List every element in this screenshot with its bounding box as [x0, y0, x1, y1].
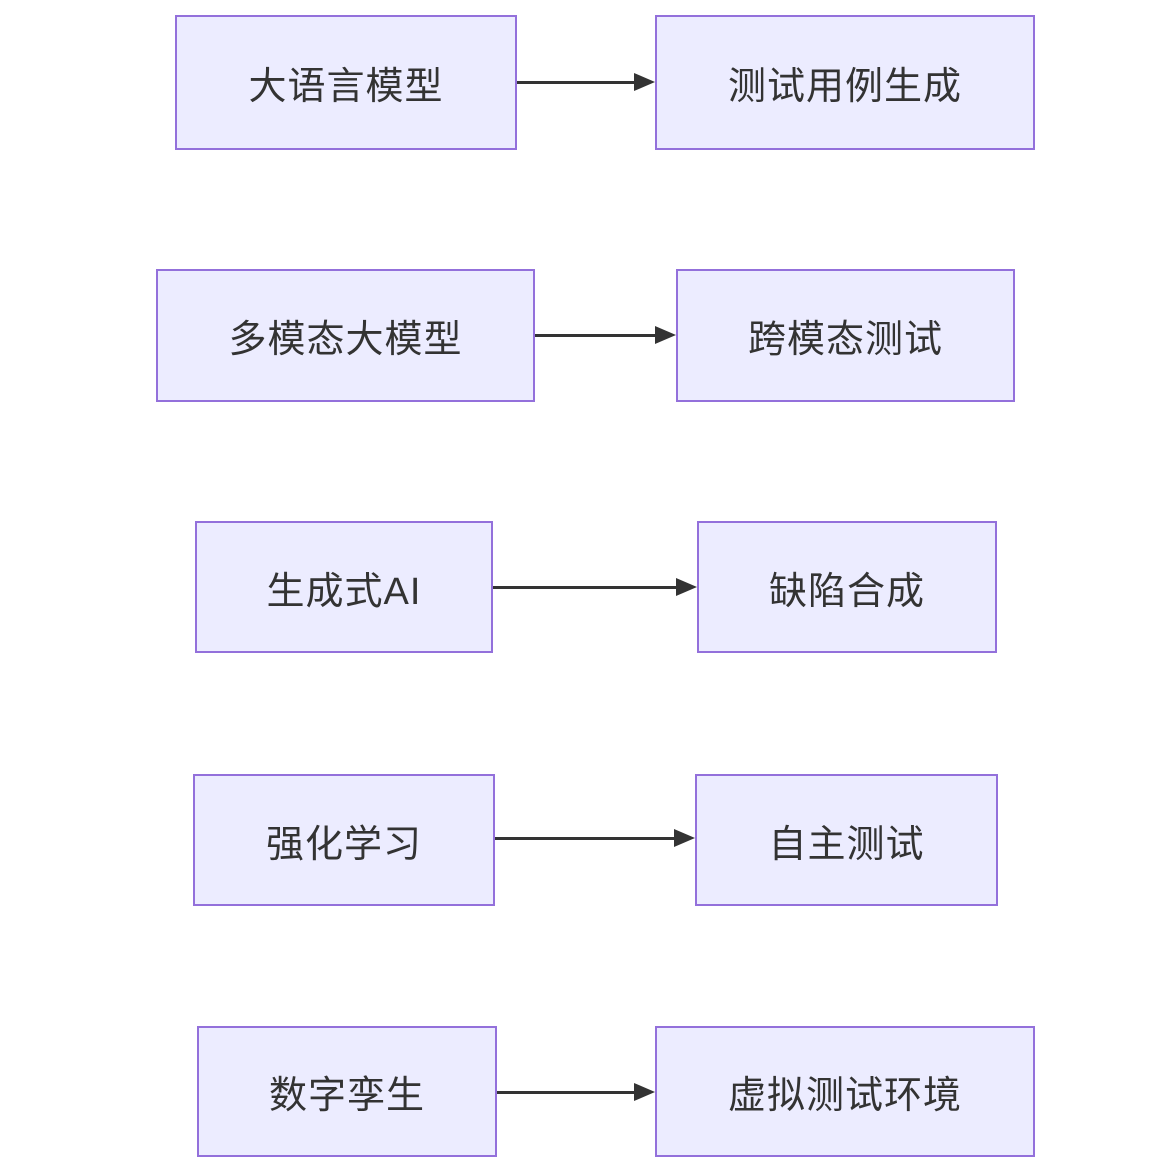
flow-arrow-2	[535, 326, 676, 344]
arrow-line	[497, 1090, 634, 1094]
flow-arrow-3	[493, 578, 697, 596]
flow-arrow-4	[495, 829, 695, 847]
arrow-line	[517, 80, 634, 84]
node-defect-synthesis: 缺陷合成	[697, 521, 997, 653]
node-virtual-test-environment: 虚拟测试环境	[655, 1026, 1035, 1157]
arrow-head-icon	[676, 578, 697, 596]
arrow-head-icon	[655, 326, 676, 344]
arrow-head-icon	[674, 829, 695, 847]
node-generative-ai: 生成式AI	[195, 521, 493, 653]
node-test-case-generation: 测试用例生成	[655, 15, 1035, 150]
node-large-language-model: 大语言模型	[175, 15, 517, 150]
flow-arrow-1	[517, 73, 655, 91]
node-autonomous-testing: 自主测试	[695, 774, 998, 906]
node-multimodal-large-model: 多模态大模型	[156, 269, 535, 402]
node-cross-modal-testing: 跨模态测试	[676, 269, 1015, 402]
flow-arrow-5	[497, 1083, 655, 1101]
arrow-head-icon	[634, 73, 655, 91]
arrow-line	[535, 333, 655, 337]
arrow-line	[495, 836, 674, 840]
arrow-line	[493, 585, 676, 589]
arrow-head-icon	[634, 1083, 655, 1101]
node-digital-twin: 数字孪生	[197, 1026, 497, 1157]
node-reinforcement-learning: 强化学习	[193, 774, 495, 906]
